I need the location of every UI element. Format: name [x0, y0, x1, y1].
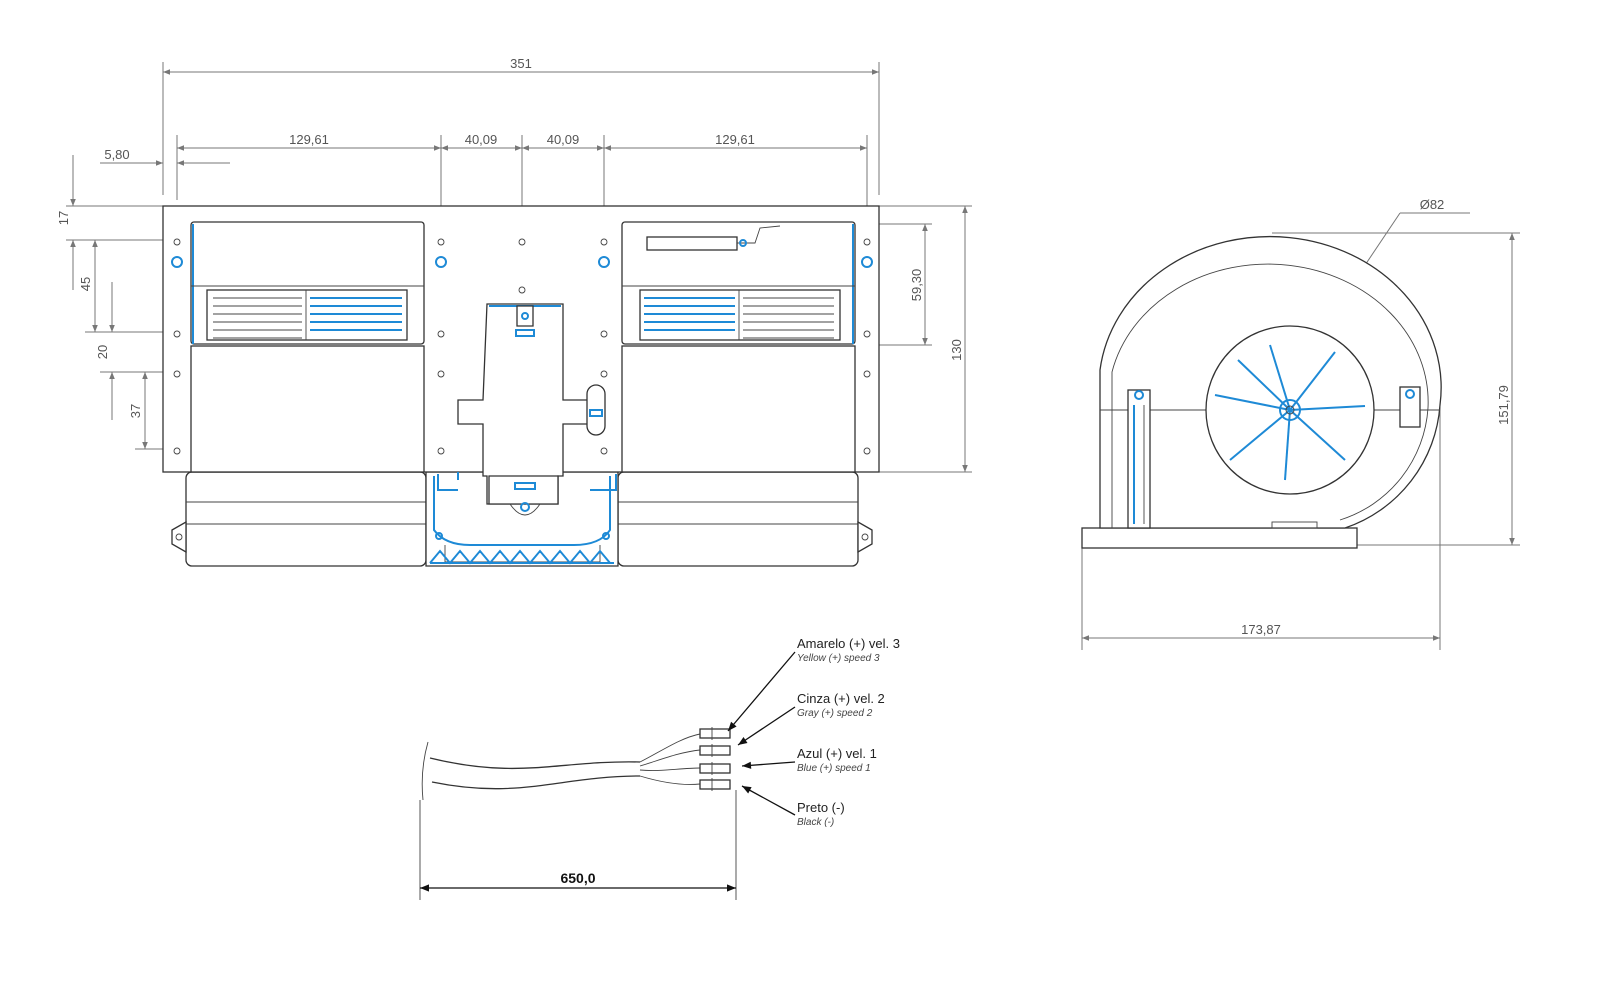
- dim-45: 45: [78, 277, 93, 291]
- front-dimension-lines: [70, 69, 968, 472]
- left-louvers: [213, 297, 302, 339]
- right-outlet: [621, 221, 856, 473]
- side-view: Ø82 151,79 173,87: [1081, 197, 1520, 650]
- dim-diameter: Ø82: [1420, 197, 1445, 212]
- wires: [639, 733, 701, 785]
- dim-overall-width: 351: [510, 56, 532, 71]
- dim-left-outer: 129,61: [289, 132, 329, 147]
- resistor: [646, 236, 738, 251]
- wire-label-3: Azul (+) vel. 1: [797, 746, 877, 761]
- lower-housing: [171, 471, 873, 567]
- heatsink-fins: [429, 549, 611, 565]
- mounting-holes: [171, 238, 873, 455]
- dim-side-height: 151,79: [1496, 385, 1511, 425]
- wire-label-4: Preto (-): [797, 800, 845, 815]
- connectors: [699, 727, 731, 791]
- dim-edge-offset: 5,80: [104, 147, 129, 162]
- dim-height-130: 130: [949, 339, 964, 361]
- wire-leaders: [727, 651, 796, 816]
- wire-sublabel-2: Gray (+) speed 2: [797, 708, 873, 719]
- front-view: 351 129,61 40,09 40,09 129,61 5,80 17 45…: [56, 56, 972, 567]
- dim-top-17: 17: [56, 211, 71, 225]
- cable-length-dim: 650,0: [560, 870, 595, 886]
- right-louvers-blue: [644, 297, 735, 331]
- wire-label-1: Amarelo (+) vel. 3: [797, 636, 900, 651]
- dim-side-width: 173,87: [1241, 622, 1281, 637]
- dim-right-outer: 129,61: [715, 132, 755, 147]
- center-bracket: [437, 303, 617, 516]
- dim-59-30: 59,30: [909, 269, 924, 302]
- dim-20: 20: [95, 345, 110, 359]
- wire-sublabel-3: Blue (+) speed 1: [797, 763, 871, 774]
- dim-right-inner: 40,09: [547, 132, 580, 147]
- left-louvers-blue: [310, 297, 402, 331]
- wire-label-2: Cinza (+) vel. 2: [797, 691, 885, 706]
- right-louvers: [743, 297, 834, 339]
- dim-left-inner: 40,09: [465, 132, 498, 147]
- wiring-harness: 650,0 Amarelo (+) vel. 3 Yellow (+) spee…: [419, 636, 900, 900]
- impeller-blades: [1214, 344, 1366, 481]
- wire-sublabel-4: Black (-): [797, 817, 834, 828]
- side-extension-lines: [1081, 212, 1520, 650]
- base-plate: [1081, 527, 1358, 549]
- dim-37: 37: [128, 404, 143, 418]
- left-outlet: [190, 221, 425, 473]
- wire-sublabel-1: Yellow (+) speed 3: [797, 653, 880, 664]
